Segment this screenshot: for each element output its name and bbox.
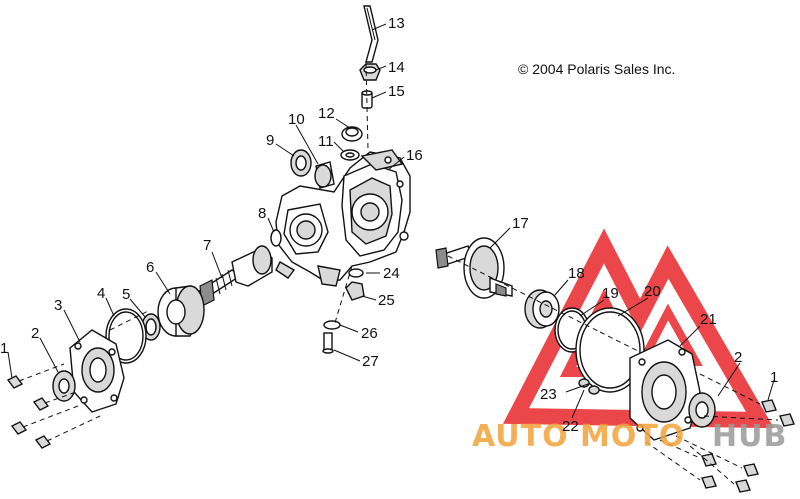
leader-lines xyxy=(7,23,775,419)
callout-25: 25 xyxy=(378,292,395,309)
callout-9: 9 xyxy=(266,132,274,149)
callout-10: 10 xyxy=(288,111,305,128)
callout-1-right: 1 xyxy=(770,369,778,386)
watermark-word-moto: MOTO xyxy=(580,419,685,454)
part-25-drain-plug xyxy=(345,281,365,301)
part-2-seal-left xyxy=(52,370,76,402)
callout-24: 24 xyxy=(383,265,400,282)
part-9-seal xyxy=(290,149,312,177)
callout-6: 6 xyxy=(146,259,154,276)
callout-17: 17 xyxy=(512,215,529,232)
callout-14: 14 xyxy=(388,59,405,76)
part-14-nut xyxy=(359,63,381,81)
callout-23: 23 xyxy=(540,386,557,403)
part-17-output-flange xyxy=(435,237,513,299)
part-7-pinion-shaft xyxy=(196,245,273,307)
part-10-bushing xyxy=(314,161,335,189)
callout-4: 4 xyxy=(97,285,105,302)
callout-21: 21 xyxy=(700,311,717,328)
part-1-bolts-left xyxy=(6,363,101,449)
part-24-washer xyxy=(348,268,364,278)
callout-numbers: 13 14 15 12 11 10 9 16 8 7 6 5 4 3 2 1 2… xyxy=(0,15,778,435)
part-13-dipstick xyxy=(363,5,379,63)
callout-18: 18 xyxy=(568,265,585,282)
callout-20: 20 xyxy=(644,283,661,300)
part-12-plug xyxy=(341,126,363,142)
callout-12: 12 xyxy=(318,105,335,122)
callout-16: 16 xyxy=(406,147,423,164)
callout-2-left: 2 xyxy=(31,325,39,342)
callout-13: 13 xyxy=(388,15,405,32)
callout-1-left: 1 xyxy=(0,340,8,357)
part-23-dowel xyxy=(588,385,600,395)
part-21-cover xyxy=(629,339,701,441)
callout-7: 7 xyxy=(203,237,211,254)
callout-5: 5 xyxy=(122,286,130,303)
callout-8: 8 xyxy=(258,205,266,222)
part-16-gear-housing xyxy=(275,149,411,287)
part-2-seal-right xyxy=(688,392,716,428)
callout-22: 22 xyxy=(562,418,579,435)
part-6-bearing xyxy=(157,285,205,337)
callout-11: 11 xyxy=(318,133,334,150)
watermark-text: AUTO MOTO HUB xyxy=(472,419,787,454)
part-3-cover xyxy=(69,329,125,413)
callout-27: 27 xyxy=(362,353,379,370)
centerlines xyxy=(109,61,641,353)
part-8-o-ring xyxy=(270,229,282,247)
part-11-washer xyxy=(340,149,360,161)
callout-26: 26 xyxy=(361,325,378,342)
watermark-word-auto: AUTO xyxy=(472,419,569,454)
copyright-text: © 2004 Polaris Sales Inc. xyxy=(518,61,675,77)
watermark-word-hub: HUB xyxy=(712,419,787,454)
callout-15: 15 xyxy=(388,83,405,100)
part-27-bolt xyxy=(322,332,334,354)
part-18-bearing xyxy=(524,289,560,329)
part-1-bolts-right xyxy=(645,373,795,493)
callout-3: 3 xyxy=(54,297,62,314)
part-26-washer xyxy=(323,320,341,330)
callout-2-right: 2 xyxy=(734,349,742,366)
callout-19: 19 xyxy=(602,285,619,302)
